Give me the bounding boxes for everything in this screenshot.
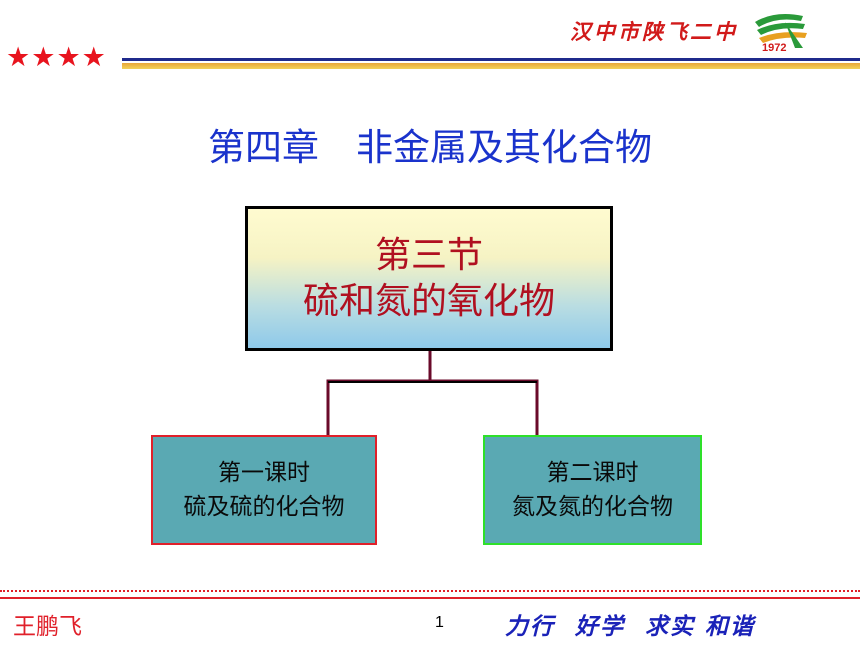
header-divider (122, 58, 860, 61)
section-box: 第三节 硫和氮的氧化物 (245, 206, 613, 351)
star-icon: ★ (56, 42, 81, 73)
school-logo-icon (755, 14, 807, 48)
school-motto: 力行 好学 求实 和谐 (505, 613, 756, 640)
school-name: 汉中市陕飞二中 (570, 19, 738, 44)
footer-divider-dotted (0, 590, 860, 592)
star-icon: ★ (31, 42, 56, 73)
section-number: 第三节 (374, 234, 483, 276)
header-divider-gold (122, 63, 860, 69)
lesson-box-2: 第二课时 氮及氮的化合物 (483, 435, 702, 545)
lesson-subtitle: 氮及氮的化合物 (512, 494, 673, 520)
lesson-subtitle: 硫及硫的化合物 (183, 494, 345, 520)
lesson-box-1: 第一课时 硫及硫的化合物 (151, 435, 377, 545)
section-title: 硫和氮的氧化物 (302, 280, 555, 322)
chapter-title: 第四章 非金属及其化合物 (208, 126, 652, 169)
lesson-title: 第二课时 (546, 460, 639, 486)
star-rating-decoration: ★ ★ ★ ★ (6, 43, 106, 73)
page-number: 1 (435, 614, 444, 631)
logo-year: 1972 (762, 42, 787, 54)
star-icon: ★ (6, 42, 31, 73)
lesson-title: 第一课时 (218, 460, 310, 486)
star-icon: ★ (81, 42, 106, 73)
author-name: 王鹏飞 (13, 614, 82, 640)
footer-divider (0, 597, 860, 599)
